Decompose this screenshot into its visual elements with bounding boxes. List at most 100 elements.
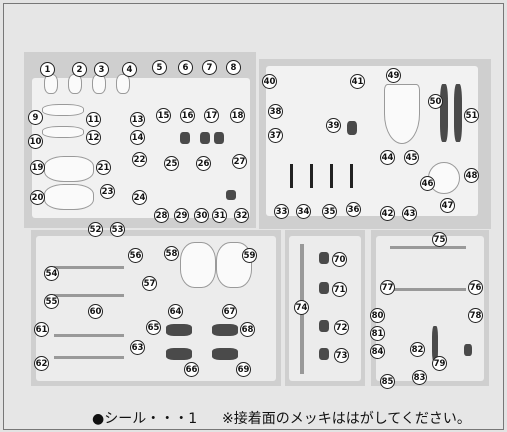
- part-number-16: 16: [180, 108, 195, 123]
- part-number-34: 34: [296, 204, 311, 219]
- part-number-79: 79: [432, 356, 447, 371]
- part-number-23: 23: [100, 184, 115, 199]
- part-shape: [226, 190, 236, 200]
- part-number-44: 44: [380, 150, 395, 165]
- part-number-45: 45: [404, 150, 419, 165]
- part-number-85: 85: [380, 374, 395, 389]
- part-shape: [54, 266, 124, 269]
- part-number-7: 7: [202, 60, 217, 75]
- part-number-71: 71: [332, 282, 347, 297]
- part-number-69: 69: [236, 362, 251, 377]
- part-number-56: 56: [128, 248, 143, 263]
- part-number-75: 75: [432, 232, 447, 247]
- part-number-33: 33: [274, 204, 289, 219]
- part-number-3: 3: [94, 62, 109, 77]
- part-number-27: 27: [232, 154, 247, 169]
- part-shape: [330, 164, 333, 188]
- part-number-66: 66: [184, 362, 199, 377]
- part-number-38: 38: [268, 104, 283, 119]
- part-number-80: 80: [370, 308, 385, 323]
- part-number-62: 62: [34, 356, 49, 371]
- footer-notes: ●シール・・・1 ※接着面のメッキははがしてください。: [4, 402, 507, 430]
- sprue-runner: [376, 236, 484, 381]
- part-shape: [432, 326, 438, 362]
- part-number-31: 31: [212, 208, 227, 223]
- part-number-61: 61: [34, 322, 49, 337]
- part-number-35: 35: [322, 204, 337, 219]
- part-number-70: 70: [332, 252, 347, 267]
- part-shape: [454, 84, 462, 142]
- part-number-58: 58: [164, 246, 179, 261]
- part-number-18: 18: [230, 108, 245, 123]
- part-shape: [54, 356, 124, 359]
- part-number-8: 8: [226, 60, 241, 75]
- part-shape: [116, 74, 130, 94]
- part-shape: [319, 348, 329, 360]
- part-number-51: 51: [464, 108, 479, 123]
- part-shape: [350, 164, 353, 188]
- part-number-22: 22: [132, 152, 147, 167]
- part-number-52: 52: [88, 222, 103, 237]
- part-shape: [212, 324, 238, 336]
- part-number-59: 59: [242, 248, 257, 263]
- part-shape: [390, 246, 466, 249]
- part-number-40: 40: [262, 74, 277, 89]
- part-number-25: 25: [164, 156, 179, 171]
- part-number-72: 72: [334, 320, 349, 335]
- part-shape: [319, 282, 329, 294]
- part-number-29: 29: [174, 208, 189, 223]
- part-shape: [440, 84, 448, 142]
- plating-removal-note: ※接着面のメッキははがしてください。: [222, 411, 471, 427]
- part-number-67: 67: [222, 304, 237, 319]
- part-number-43: 43: [402, 206, 417, 221]
- part-number-1: 1: [40, 62, 55, 77]
- part-number-77: 77: [380, 280, 395, 295]
- part-number-78: 78: [468, 308, 483, 323]
- part-number-65: 65: [146, 320, 161, 335]
- part-shape: [319, 320, 329, 332]
- part-shape: [212, 348, 238, 360]
- part-number-54: 54: [44, 266, 59, 281]
- part-number-50: 50: [428, 94, 443, 109]
- part-number-57: 57: [142, 276, 157, 291]
- part-number-84: 84: [370, 344, 385, 359]
- part-number-55: 55: [44, 294, 59, 309]
- part-number-42: 42: [380, 206, 395, 221]
- part-number-6: 6: [178, 60, 193, 75]
- part-shape: [42, 126, 84, 138]
- part-number-5: 5: [152, 60, 167, 75]
- part-number-63: 63: [130, 340, 145, 355]
- parts-diagram-frame: 1 2 3 4 5 6 7 8 9 10 11 12 13 14 15 16 1…: [3, 3, 504, 430]
- part-shape: [166, 324, 192, 336]
- part-shape: [214, 132, 224, 144]
- part-number-73: 73: [334, 348, 349, 363]
- part-shape: [180, 242, 216, 288]
- part-number-11: 11: [86, 112, 101, 127]
- part-number-14: 14: [130, 130, 145, 145]
- part-shape: [390, 288, 466, 291]
- part-number-81: 81: [370, 326, 385, 341]
- part-shape: [200, 132, 210, 144]
- part-number-74: 74: [294, 300, 309, 315]
- part-number-9: 9: [28, 110, 43, 125]
- part-number-82: 82: [410, 342, 425, 357]
- part-shape: [347, 121, 357, 135]
- part-number-24: 24: [132, 190, 147, 205]
- part-number-4: 4: [122, 62, 137, 77]
- part-shape: [54, 334, 124, 337]
- part-shape: [310, 164, 313, 188]
- part-number-10: 10: [28, 134, 43, 149]
- part-number-76: 76: [468, 280, 483, 295]
- part-number-15: 15: [156, 108, 171, 123]
- part-number-21: 21: [96, 160, 111, 175]
- part-number-32: 32: [234, 208, 249, 223]
- part-number-20: 20: [30, 190, 45, 205]
- part-number-46: 46: [420, 176, 435, 191]
- part-number-60: 60: [88, 304, 103, 319]
- part-number-83: 83: [412, 370, 427, 385]
- part-number-39: 39: [326, 118, 341, 133]
- part-number-19: 19: [30, 160, 45, 175]
- part-shape: [44, 156, 94, 182]
- part-shape: [384, 84, 420, 144]
- part-number-49: 49: [386, 68, 401, 83]
